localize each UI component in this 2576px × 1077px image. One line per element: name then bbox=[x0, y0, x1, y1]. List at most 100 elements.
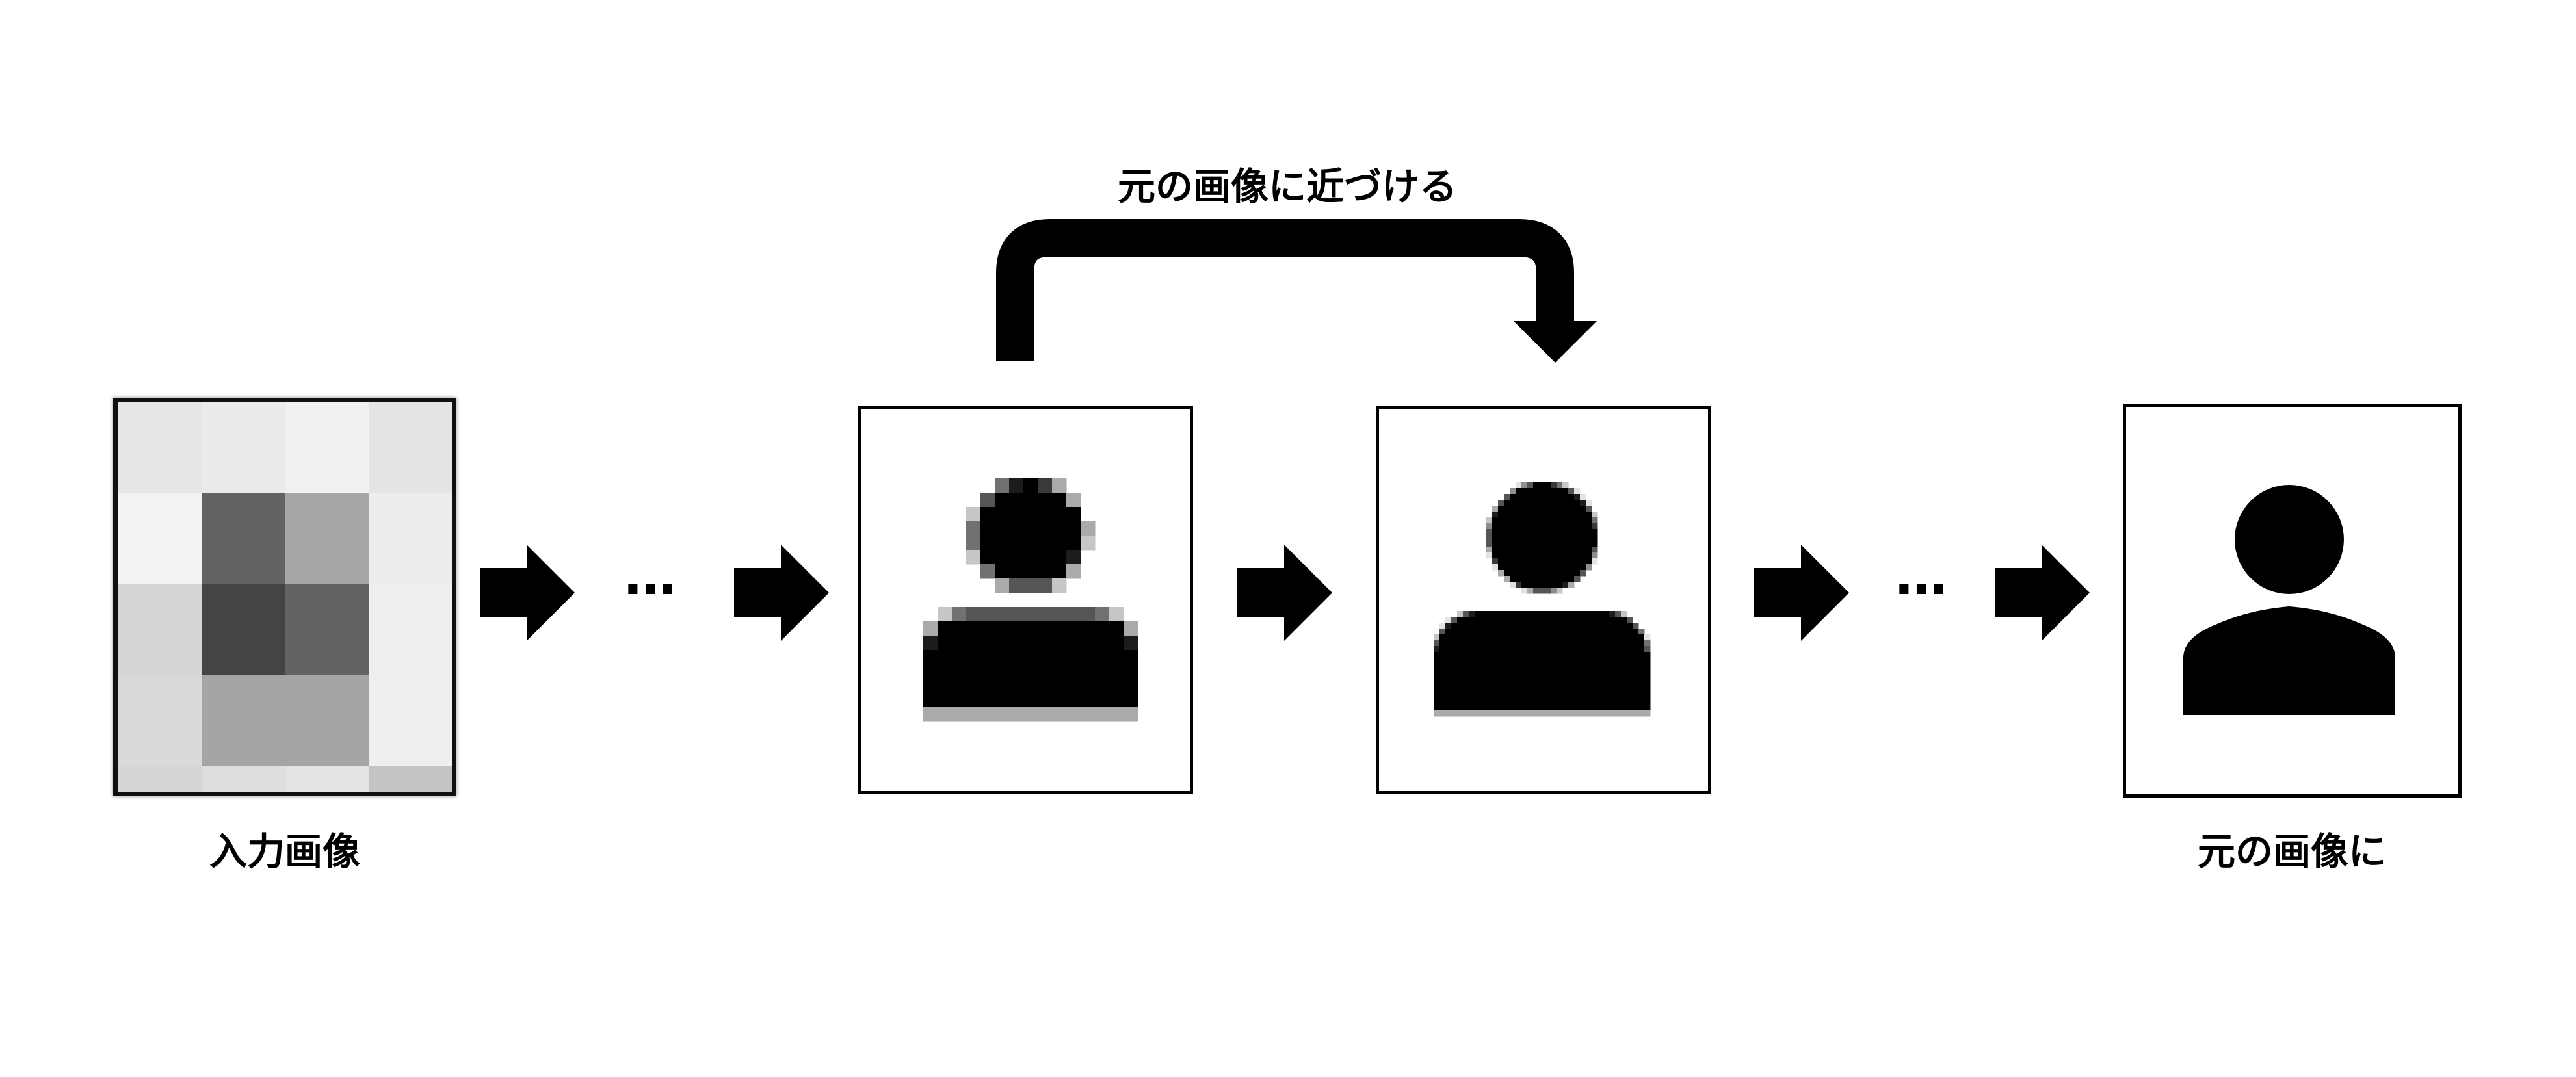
icon-pixel bbox=[1445, 623, 1452, 629]
input-pixel bbox=[368, 675, 452, 766]
icon-pixel bbox=[1545, 652, 1551, 658]
icon-pixel bbox=[1463, 681, 1469, 688]
icon-pixel bbox=[1551, 611, 1557, 617]
icon-pixel bbox=[1516, 482, 1522, 489]
icon-pixel bbox=[1586, 652, 1592, 658]
icon-pixel bbox=[1504, 558, 1510, 565]
icon-pixel bbox=[1574, 646, 1581, 653]
icon-pixel bbox=[1592, 652, 1598, 658]
icon-pixel bbox=[1038, 607, 1053, 622]
icon-pixel bbox=[1580, 705, 1586, 711]
icon-pixel bbox=[1621, 669, 1627, 676]
icon-pixel bbox=[923, 621, 938, 636]
icon-pixel bbox=[1469, 629, 1475, 635]
icon-pixel bbox=[1551, 699, 1557, 705]
icon-pixel bbox=[1521, 693, 1528, 699]
icon-pixel bbox=[1492, 675, 1499, 682]
icon-pixel bbox=[966, 536, 981, 551]
icon-pixel bbox=[1557, 634, 1563, 641]
icon-pixel bbox=[1038, 493, 1053, 508]
icon-pixel bbox=[1592, 675, 1598, 682]
icon-pixel bbox=[1463, 664, 1469, 670]
icon-pixel bbox=[1621, 623, 1627, 629]
icon-pixel bbox=[1527, 488, 1534, 495]
icon-pixel bbox=[1023, 550, 1038, 565]
icon-pixel bbox=[1586, 552, 1592, 559]
icon-pixel bbox=[1434, 699, 1440, 705]
icon-pixel bbox=[1434, 658, 1440, 664]
icon-pixel bbox=[1492, 681, 1499, 688]
icon-pixel bbox=[1504, 629, 1510, 635]
icon-pixel bbox=[1498, 669, 1505, 676]
icon-pixel bbox=[966, 636, 981, 651]
icon-pixel bbox=[1562, 512, 1569, 518]
icon-pixel bbox=[1551, 617, 1557, 623]
icon-pixel bbox=[1603, 617, 1610, 623]
icon-pixel bbox=[1516, 558, 1522, 565]
icon-pixel bbox=[1586, 675, 1592, 682]
icon-pixel bbox=[1615, 652, 1622, 658]
icon-pixel bbox=[1516, 664, 1522, 670]
icon-pixel bbox=[980, 493, 995, 508]
icon-pixel bbox=[1445, 652, 1452, 658]
icon-pixel bbox=[1516, 576, 1522, 582]
icon-pixel bbox=[1451, 623, 1458, 629]
icon-pixel bbox=[1644, 646, 1651, 653]
icon-pixel bbox=[1498, 617, 1505, 623]
icon-pixel bbox=[1066, 521, 1081, 536]
output-image-frame bbox=[2123, 404, 2462, 798]
icon-pixel bbox=[1586, 564, 1592, 571]
icon-pixel bbox=[1533, 646, 1540, 653]
icon-pixel bbox=[1586, 529, 1592, 536]
icon-pixel bbox=[1475, 658, 1481, 664]
icon-pixel bbox=[1081, 693, 1096, 708]
icon-pixel bbox=[1644, 652, 1651, 658]
icon-pixel bbox=[1475, 634, 1481, 641]
icon-pixel bbox=[1527, 611, 1534, 617]
icon-pixel bbox=[1562, 640, 1569, 647]
icon-pixel bbox=[966, 679, 981, 694]
icon-pixel bbox=[1574, 552, 1581, 559]
person-icon-smooth bbox=[2183, 485, 2395, 715]
icon-pixel bbox=[1095, 650, 1110, 665]
icon-pixel bbox=[938, 679, 953, 694]
icon-pixel bbox=[1621, 646, 1627, 653]
icon-pixel bbox=[1504, 500, 1510, 506]
icon-pixel bbox=[1009, 536, 1024, 551]
icon-pixel bbox=[1480, 687, 1487, 694]
icon-pixel bbox=[1551, 552, 1557, 559]
icon-pixel bbox=[1533, 617, 1540, 623]
icon-pixel bbox=[1580, 623, 1586, 629]
arrow-right-icon-3 bbox=[1237, 545, 1332, 641]
icon-pixel bbox=[1568, 552, 1575, 559]
icon-pixel bbox=[1568, 582, 1575, 588]
icon-pixel bbox=[1521, 588, 1528, 594]
icon-pixel bbox=[1568, 664, 1575, 670]
icon-pixel bbox=[1615, 646, 1622, 653]
icon-pixel bbox=[966, 621, 981, 636]
icon-pixel bbox=[1539, 664, 1545, 670]
icon-pixel bbox=[966, 664, 981, 679]
icon-pixel bbox=[1492, 710, 1499, 717]
icon-pixel bbox=[1533, 506, 1540, 512]
icon-pixel bbox=[1009, 493, 1024, 508]
icon-pixel bbox=[1557, 535, 1563, 541]
icon-pixel bbox=[1486, 617, 1493, 623]
icon-pixel bbox=[1052, 621, 1067, 636]
icon-pixel bbox=[1451, 693, 1458, 699]
icon-pixel bbox=[1521, 547, 1528, 553]
person-icon-pixelated bbox=[923, 478, 1138, 722]
icon-pixel bbox=[1475, 669, 1481, 676]
icon-pixel bbox=[1568, 623, 1575, 629]
icon-pixel bbox=[1527, 582, 1534, 588]
icon-pixel bbox=[1557, 658, 1563, 664]
icon-pixel bbox=[1498, 710, 1505, 717]
icon-pixel bbox=[1480, 710, 1487, 717]
icon-pixel bbox=[1533, 535, 1540, 541]
icon-pixel bbox=[1633, 652, 1639, 658]
icon-pixel bbox=[1439, 705, 1446, 711]
icon-pixel bbox=[1551, 646, 1557, 653]
icon-pixel bbox=[1638, 710, 1645, 717]
icon-pixel bbox=[1434, 652, 1440, 658]
icon-pixel bbox=[1480, 693, 1487, 699]
